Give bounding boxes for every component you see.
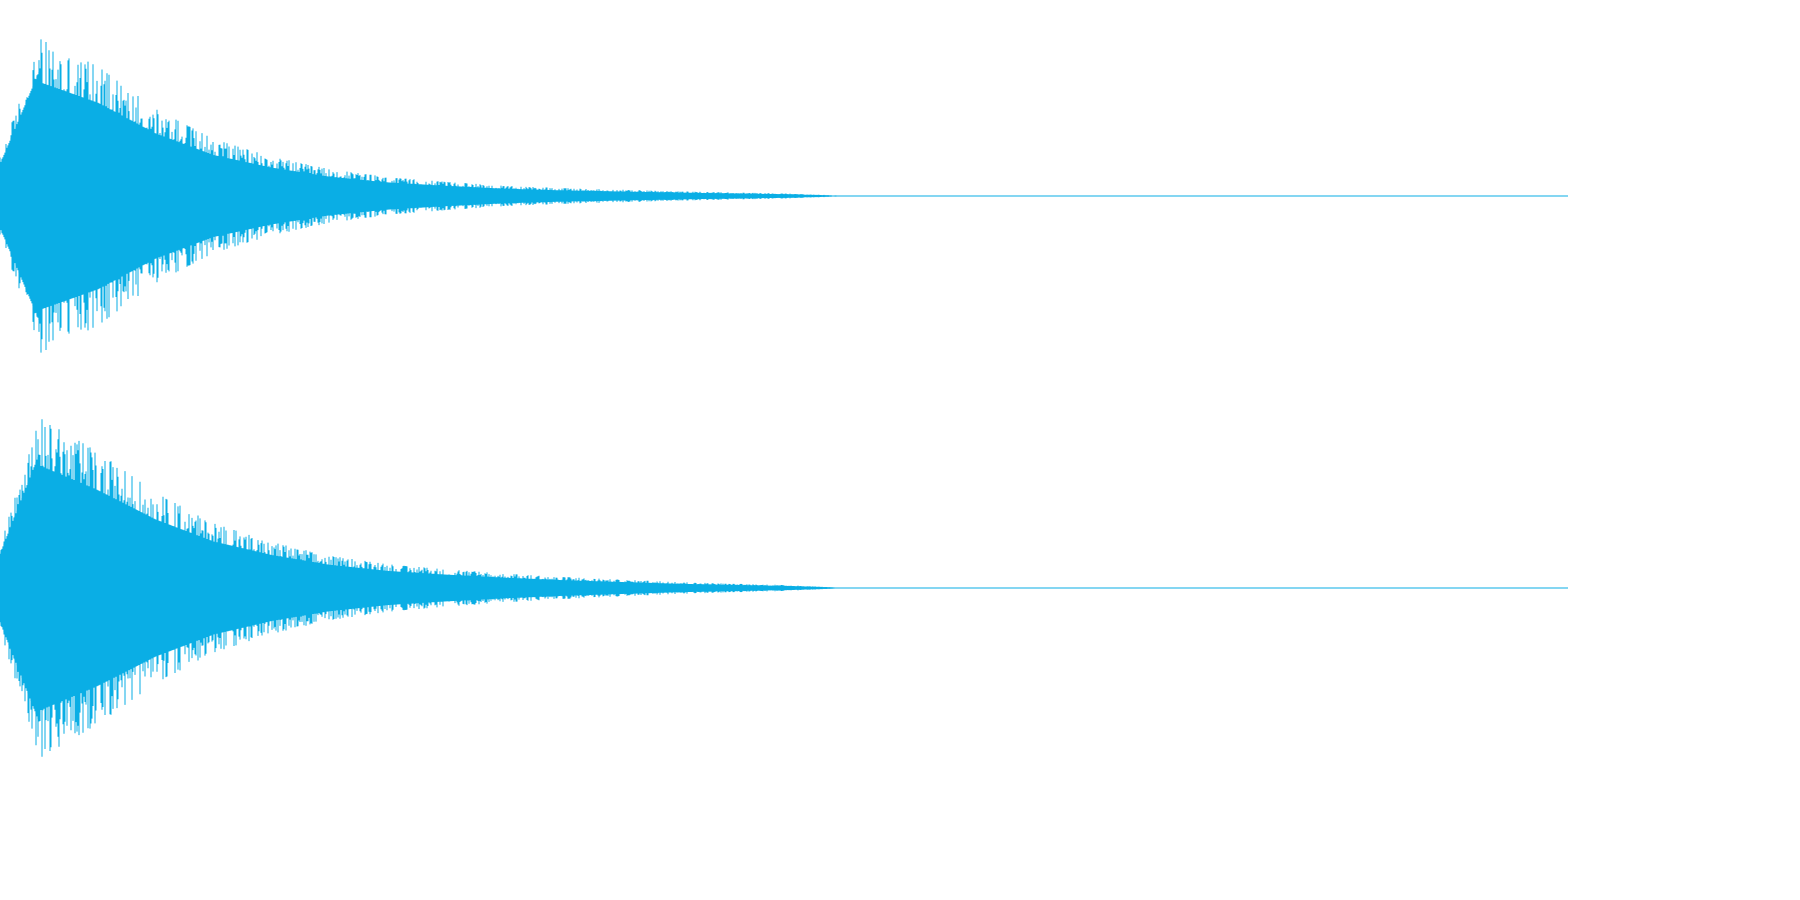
waveform-channel-1 xyxy=(0,39,1568,353)
waveform-view[interactable] xyxy=(0,0,1568,784)
waveform-channel-2 xyxy=(0,419,1568,757)
waveform-canvas[interactable] xyxy=(0,0,1568,784)
